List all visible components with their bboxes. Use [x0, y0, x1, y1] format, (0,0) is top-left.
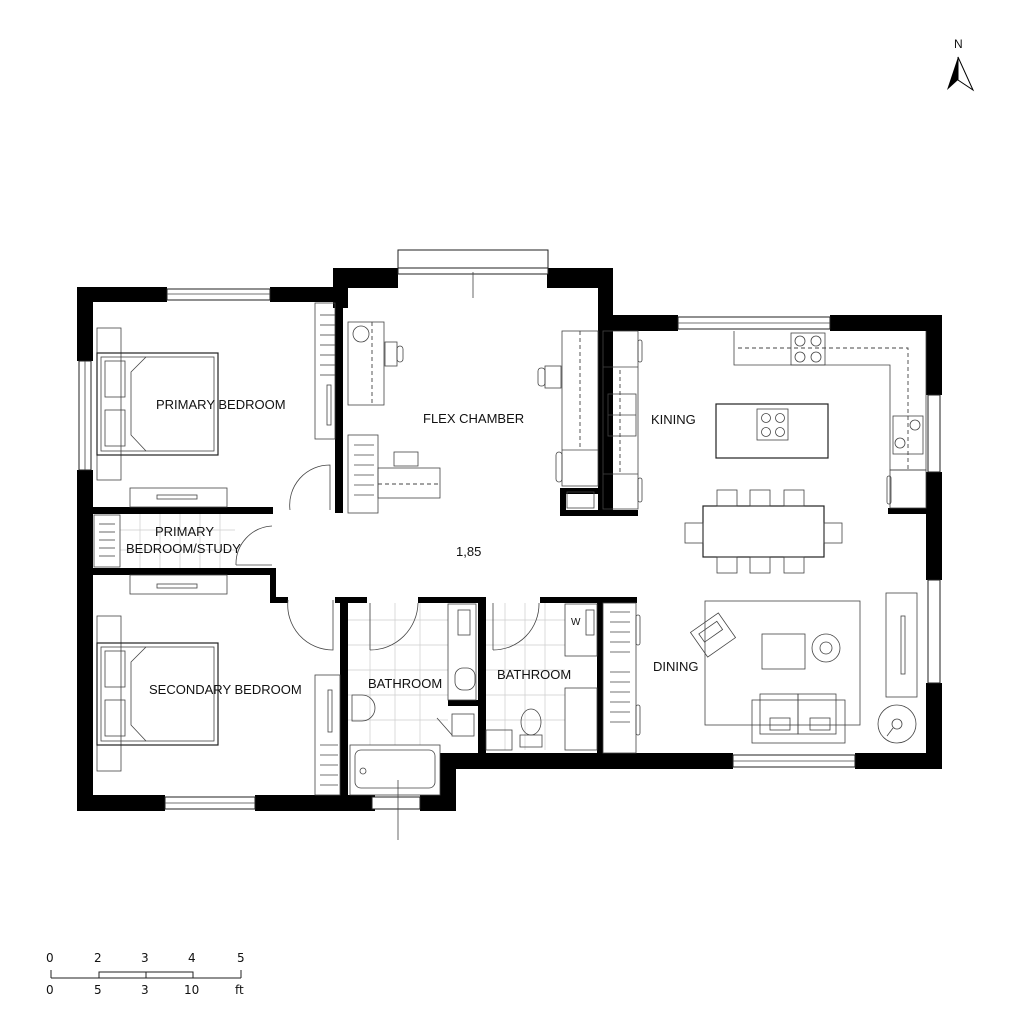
dining-label: DINING: [653, 659, 699, 674]
study-label-line1: PRIMARY: [155, 524, 214, 539]
bathroom-2: W BATHROOM: [485, 602, 598, 751]
study: PRIMARY BEDROOM/STUDY: [93, 514, 273, 568]
flex-chamber: FLEX CHAMBER: [347, 321, 599, 514]
north-label: N: [954, 37, 963, 51]
svg-text:W: W: [571, 617, 581, 628]
scale-top-tick-2: 3: [141, 951, 149, 965]
kining-label: KINING: [651, 412, 696, 427]
scale-bottom-tick-1: 5: [94, 983, 102, 997]
scale-top-tick-0: 0: [46, 951, 54, 965]
primary-bedroom-label: PRIMARY BEDROOM: [156, 397, 286, 412]
scale-bottom-tick-4: ft: [235, 983, 244, 997]
north-arrow-icon: N: [947, 37, 975, 92]
walls: [77, 268, 942, 811]
flex-chamber-label: FLEX CHAMBER: [423, 411, 524, 426]
scale-top-tick-1: 2: [94, 951, 102, 965]
scale-bar: 0 2 3 4 5 0 5 3 10 ft: [46, 951, 245, 997]
bathroom-1: BATHROOM: [348, 602, 477, 796]
scale-top-tick-4: 5: [237, 951, 245, 965]
kitchen: KINING: [602, 330, 927, 574]
dining-area: DINING: [602, 592, 918, 754]
scale-bottom-tick-0: 0: [46, 983, 54, 997]
hall-dimension-label: 1,85: [456, 544, 481, 559]
scale-bottom-tick-2: 3: [141, 983, 149, 997]
secondary-bedroom: SECONDARY BEDROOM: [96, 574, 341, 796]
scale-top-tick-3: 4: [188, 951, 196, 965]
bathroom-1-label: BATHROOM: [368, 676, 442, 691]
scale-bottom-tick-3: 10: [184, 983, 199, 997]
bathroom-2-label: BATHROOM: [497, 667, 571, 682]
secondary-bedroom-label: SECONDARY BEDROOM: [149, 682, 302, 697]
windows: [78, 249, 941, 840]
study-label-line2: BEDROOM/STUDY: [126, 541, 241, 556]
primary-bedroom: PRIMARY BEDROOM: [96, 302, 336, 511]
